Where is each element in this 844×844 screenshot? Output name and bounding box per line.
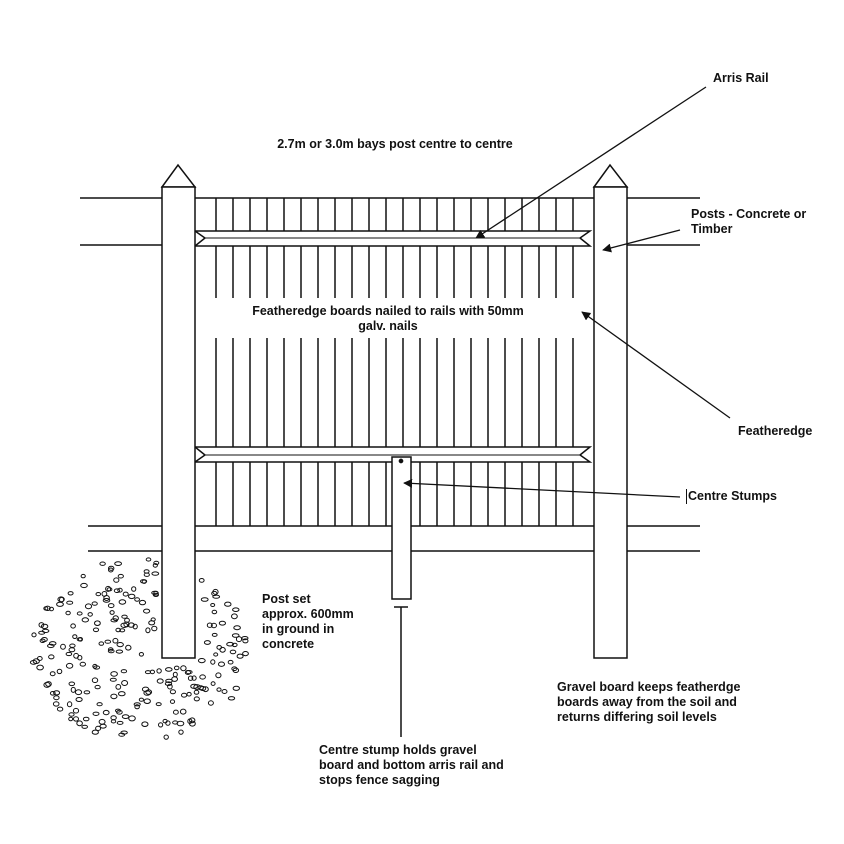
- bottom-arris-rail: [192, 446, 593, 463]
- concrete-gravel: [29, 557, 249, 740]
- featheredge-arrow: [581, 311, 731, 419]
- centre-stumps-label: Centre Stumps: [686, 489, 777, 504]
- centre-stump-note: Centre stump holds gravel board and bott…: [319, 743, 504, 787]
- featheredge-label: Featheredge: [738, 424, 813, 438]
- stump-dimension-line: [394, 606, 408, 737]
- top-arris-rail: [192, 230, 593, 247]
- centre-stump: [391, 456, 412, 600]
- featheredge-boards: [215, 198, 574, 526]
- bay-width-label: 2.7m or 3.0m bays post centre to centre: [277, 137, 513, 151]
- arris-rail-label: Arris Rail: [713, 71, 769, 85]
- featheredge-boards-label: Featheredge boards nailed to rails with …: [218, 304, 558, 334]
- centre-stumps-arrow: [403, 478, 681, 498]
- posts-label: Posts - Concrete or Timber: [691, 207, 807, 236]
- arris-rail-arrow: [475, 86, 707, 239]
- right-post: [592, 163, 629, 659]
- gravel-board-note: Gravel board keeps featherdge boards awa…: [557, 680, 741, 724]
- annotation-arrows: [403, 86, 731, 498]
- post-set-label: Post set approx. 600mm in ground in conc…: [262, 592, 354, 651]
- posts-arrow: [602, 229, 681, 253]
- left-post: [160, 163, 197, 659]
